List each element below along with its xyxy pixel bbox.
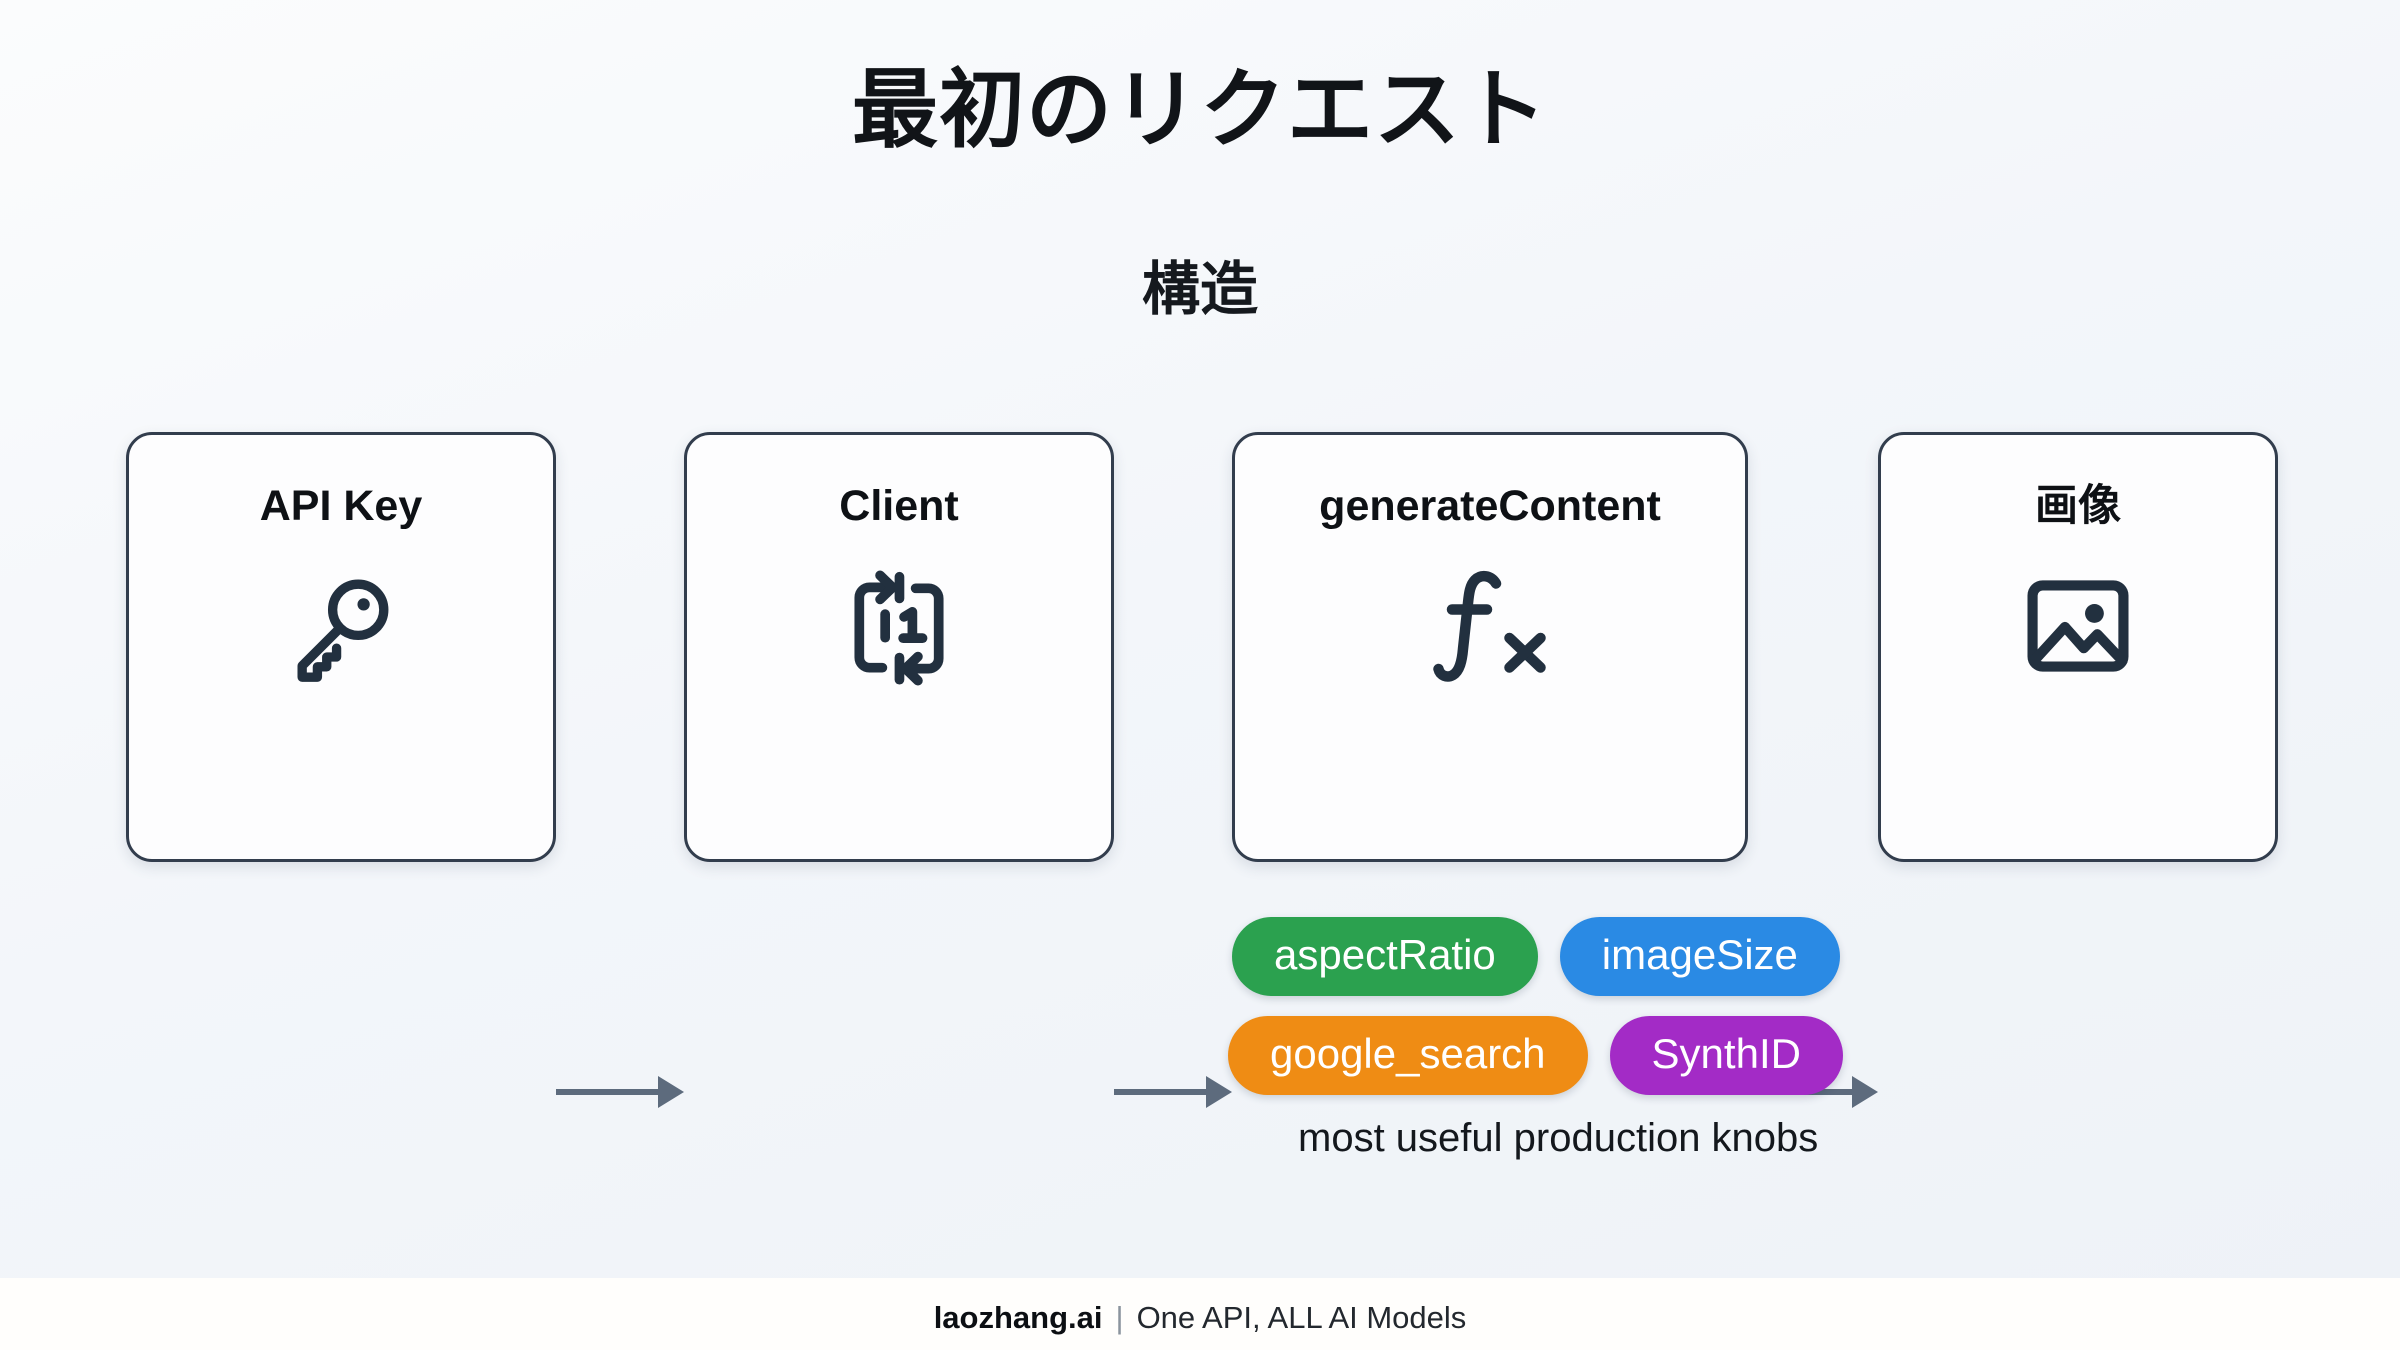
arrow-head-icon (658, 1076, 684, 1108)
flow-card-api-key[interactable]: API Key (126, 432, 556, 862)
knobs-row-1: aspectRatio imageSize (1232, 917, 2052, 997)
exchange-arrows-icon (843, 568, 955, 688)
knobs-caption: most useful production knobs (1298, 1116, 1819, 1161)
footer-separator: | (1115, 1299, 1124, 1335)
flow-arrow-2 (1114, 1076, 1232, 1108)
knobs-group: aspectRatio imageSize google_search Synt… (1228, 917, 2052, 1161)
page-title: 最初のリクエスト (852, 62, 1548, 158)
flow-card-client[interactable]: Client (684, 432, 1114, 862)
pill-image-size[interactable]: imageSize (1559, 917, 1840, 997)
footer-brand: laozhang.ai (933, 1299, 1103, 1335)
pill-synthid[interactable]: SynthID (1609, 1016, 1843, 1096)
flow-card-label: 画像 (2035, 482, 2121, 530)
pill-google-search[interactable]: google_search (1228, 1016, 1588, 1096)
flow-card-label: Client (839, 482, 959, 530)
flow-arrow-1 (556, 1076, 684, 1108)
arrow-shaft (1114, 1089, 1206, 1095)
image-picture-icon (2020, 568, 2136, 684)
flow-card-generate-content[interactable]: generateContent (1232, 432, 1748, 862)
page-subtitle: 構造 (1141, 257, 1258, 322)
footer-band (0, 1278, 2400, 1350)
pill-aspect-ratio[interactable]: aspectRatio (1232, 917, 1538, 997)
key-icon (282, 568, 400, 686)
footer-tagline: One API, ALL AI Models (1136, 1299, 1467, 1335)
arrow-head-icon (1852, 1076, 1878, 1108)
flow-card-image[interactable]: 画像 (1878, 432, 2278, 862)
arrow-shaft (556, 1089, 658, 1095)
knobs-row-2: google_search SynthID (1228, 1016, 2052, 1096)
flow-card-label: API Key (259, 482, 423, 530)
footer: laozhang.ai | One API, ALL AI Models (0, 1299, 2400, 1336)
flow-diagram: API Key Client (0, 432, 2400, 1108)
function-fx-icon (1425, 568, 1555, 688)
flow-card-label: generateContent (1319, 482, 1661, 530)
arrow-head-icon (1206, 1076, 1232, 1108)
